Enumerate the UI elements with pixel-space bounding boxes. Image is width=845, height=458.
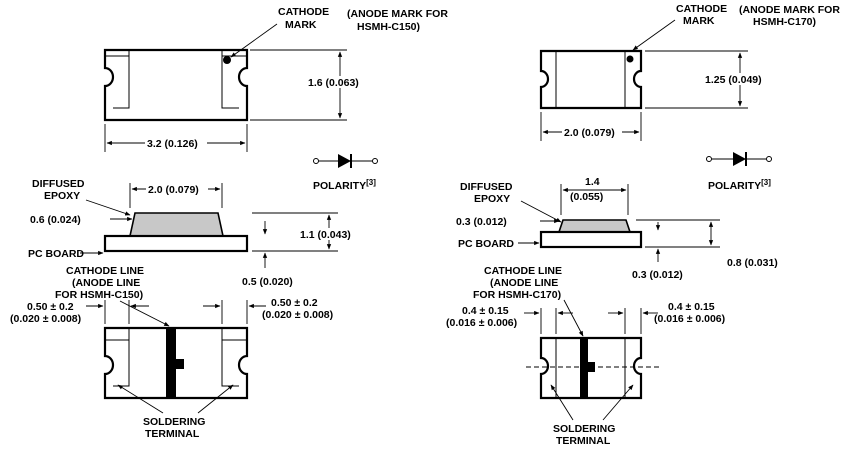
left-length-dim: 3.2 (0.126): [147, 138, 198, 150]
right-length-dim: 2.0 (0.079): [564, 127, 615, 139]
left-top-terminal-left: [113, 50, 130, 109]
left-cathode-line-label-3: FOR HSMH-C150): [55, 289, 143, 301]
left-top-terminal-right: [221, 50, 239, 109]
left-cathode-mark-dot: [223, 56, 231, 64]
left-height-dim: 1.6 (0.063): [308, 77, 359, 89]
right-terminal-right-dim-1: 0.4 ± 0.15: [668, 301, 715, 313]
right-diffused-label-2: EPOXY: [474, 193, 510, 205]
right-terminal-right-dim-2: (0.016 ± 0.006): [654, 313, 725, 325]
right-anode-note-1: (ANODE MARK FOR: [739, 4, 840, 16]
left-diffused-label-1: DIFFUSED: [32, 178, 85, 190]
left-diffused-label-2: EPOXY: [44, 190, 80, 202]
right-polarity-label: POLARITY[3]: [708, 178, 771, 192]
right-cathode-line-leader: [563, 299, 584, 337]
left-cathode-mark-leader: [230, 23, 278, 58]
right-package: CATHODE MARK (ANODE MARK FOR HSMH-C170) …: [446, 3, 840, 447]
left-epoxy-leader: [85, 199, 131, 216]
left-top-view: [103, 23, 347, 152]
right-soldering-label-2: TERMINAL: [556, 435, 611, 447]
left-terminal-left-dim-2: (0.020 ± 0.008): [10, 313, 81, 325]
left-diffused-epoxy-shape: [129, 212, 224, 237]
right-anode-note-2: HSMH-C170): [753, 16, 816, 28]
right-cathode-mark-dot: [626, 55, 634, 63]
right-soldering-label-1: SOLDERING: [553, 423, 615, 435]
left-terminal-right-dim-2: (0.020 ± 0.008): [262, 309, 333, 321]
left-terminal-right-dim-1: 0.50 ± 0.2: [271, 297, 318, 309]
right-epoxy-width-dim-2: (0.055): [570, 191, 603, 203]
right-cathode-line-bar: [580, 338, 588, 398]
left-soldering-leader-right: [197, 384, 234, 414]
left-bottom-view: [86, 300, 266, 414]
right-cathode-mark-leader: [632, 19, 676, 51]
right-terminal-left-dim-2: (0.016 ± 0.006): [446, 317, 517, 329]
left-soldering-leader-left: [117, 384, 164, 414]
left-cathode-mark-label-1: CATHODE: [278, 6, 329, 18]
right-epoxy-width-dim-1: 1.4: [585, 176, 600, 188]
left-board-thickness-dim: 0.5 (0.020): [242, 276, 293, 288]
right-cathode-line-label-2: (ANODE LINE: [490, 277, 558, 289]
left-polarity-diode-icon: [313, 154, 378, 168]
left-anode-note-1: (ANODE MARK FOR: [347, 8, 448, 20]
right-side-view: [518, 184, 720, 262]
right-height-dim: 1.25 (0.049): [705, 74, 762, 86]
right-cathode-mark-label-2: MARK: [683, 15, 715, 27]
right-cathode-line-label-3: FOR HSMH-C170): [473, 289, 561, 301]
right-top-view: [539, 19, 748, 141]
right-diffused-label-1: DIFFUSED: [460, 181, 513, 193]
left-side-view: [80, 183, 338, 268]
right-board-thickness-dim: 0.3 (0.012): [632, 269, 683, 281]
left-epoxy-width-dim: 2.0 (0.079): [148, 184, 199, 196]
left-cathode-line-leader: [119, 300, 170, 327]
left-pc-board-shape: [103, 234, 249, 253]
right-cathode-line-label-1: CATHODE LINE: [484, 265, 562, 277]
left-top-body-outline: [103, 48, 249, 122]
right-cathode-mark-label-1: CATHODE: [676, 3, 727, 15]
left-pc-board-label: PC BOARD: [28, 248, 84, 260]
right-polarity-diode-icon: [706, 152, 772, 166]
left-cathode-line-label-2: (ANODE LINE: [72, 277, 140, 289]
right-pc-board-label: PC BOARD: [458, 238, 514, 250]
right-diffused-epoxy-shape: [557, 219, 632, 233]
left-terminal-left-dim-1: 0.50 ± 0.2: [27, 301, 74, 313]
left-epoxy-chamfer-dim: 0.6 (0.024): [30, 214, 81, 226]
left-anode-note-2: HSMH-C150): [357, 21, 420, 33]
right-total-height-dim: 0.8 (0.031): [727, 257, 778, 269]
right-epoxy-chamfer-dim: 0.3 (0.012): [456, 216, 507, 228]
right-terminal-left-dim-1: 0.4 ± 0.15: [462, 305, 509, 317]
left-cathode-line-label-1: CATHODE LINE: [66, 265, 144, 277]
left-package: CATHODE MARK (ANODE MARK FOR HSMH-C150) …: [10, 6, 448, 440]
right-pc-board-shape: [539, 230, 643, 249]
left-cathode-mark-label-2: MARK: [285, 19, 317, 31]
right-bottom-view: [524, 299, 660, 421]
left-polarity-label: POLARITY[3]: [313, 178, 376, 192]
left-total-height-dim: 1.1 (0.043): [300, 229, 351, 241]
left-soldering-label-1: SOLDERING: [143, 416, 205, 428]
left-soldering-label-2: TERMINAL: [145, 428, 200, 440]
right-top-body-outline: [539, 49, 643, 110]
left-cathode-line-bar: [166, 328, 176, 398]
